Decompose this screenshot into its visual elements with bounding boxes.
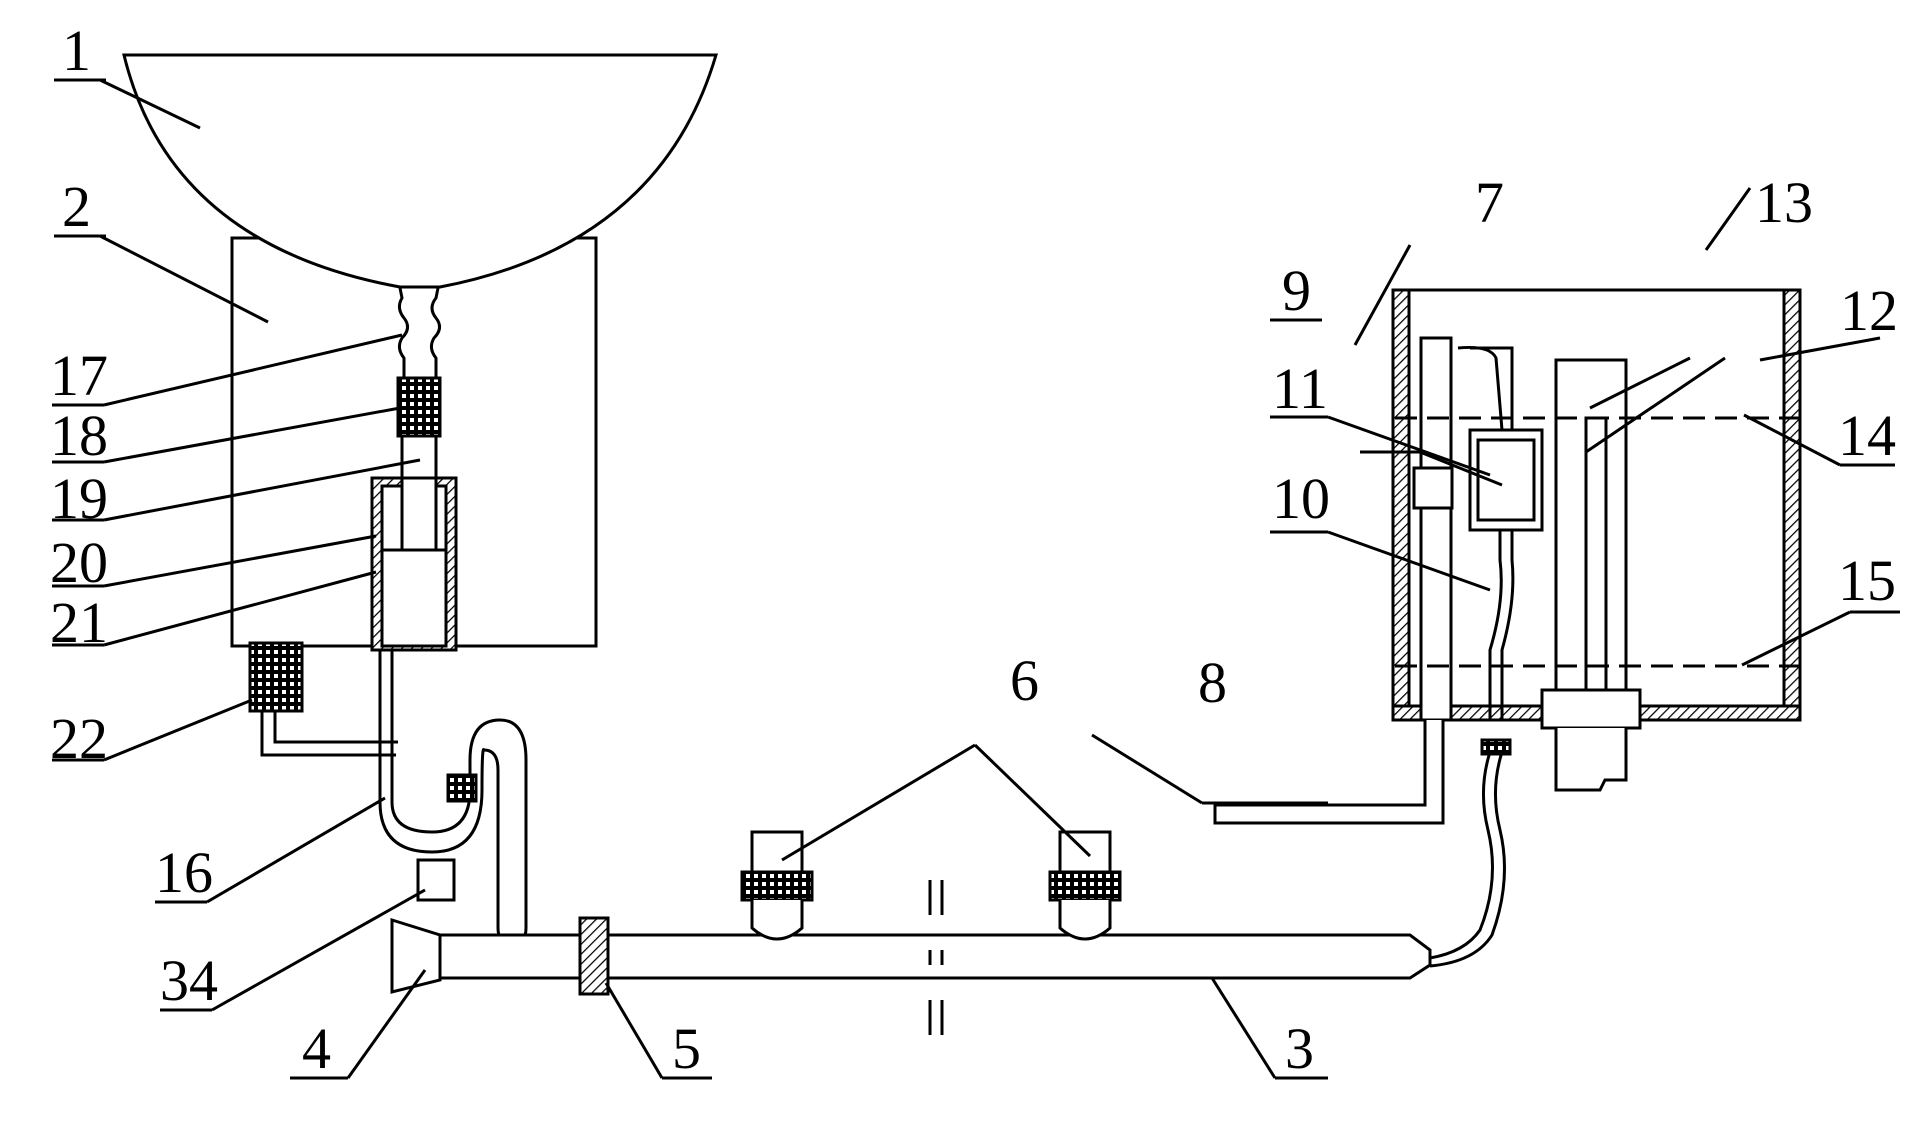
label-16: 16 <box>155 840 213 905</box>
overflow-tube <box>1419 336 1453 722</box>
label-6: 6 <box>1010 648 1039 713</box>
label-5: 5 <box>672 1016 701 1081</box>
basin <box>122 53 719 289</box>
label-19: 19 <box>50 466 108 531</box>
pipe-joint <box>578 916 610 996</box>
label-8: 8 <box>1198 650 1227 715</box>
label-9: 9 <box>1282 258 1311 323</box>
connector-tube <box>1429 751 1506 968</box>
label-14: 14 <box>1838 403 1896 468</box>
coupling <box>396 376 442 438</box>
flexible-drain <box>397 287 441 378</box>
label-34: 34 <box>160 948 218 1013</box>
label-7: 7 <box>1475 170 1504 235</box>
float-rod <box>1584 416 1608 700</box>
label-4: 4 <box>302 1016 331 1081</box>
riser-right <box>1048 830 1122 941</box>
label-13: 13 <box>1755 170 1813 235</box>
label-11: 11 <box>1272 356 1328 421</box>
label-1: 1 <box>62 18 91 83</box>
end-cap <box>390 917 442 994</box>
break-marks <box>928 880 944 1035</box>
label-20: 20 <box>50 530 108 595</box>
label-12: 12 <box>1840 278 1898 343</box>
small-box <box>416 858 456 902</box>
label-3: 3 <box>1285 1016 1314 1081</box>
label-2: 2 <box>62 174 91 239</box>
label-22: 22 <box>50 706 108 771</box>
control-unit <box>248 641 304 713</box>
label-17: 17 <box>50 343 108 408</box>
label-10: 10 <box>1272 466 1330 531</box>
outlet-pipe <box>1213 720 1445 825</box>
label-18: 18 <box>50 403 108 468</box>
label-21: 21 <box>50 590 108 655</box>
label-15: 15 <box>1838 548 1896 613</box>
